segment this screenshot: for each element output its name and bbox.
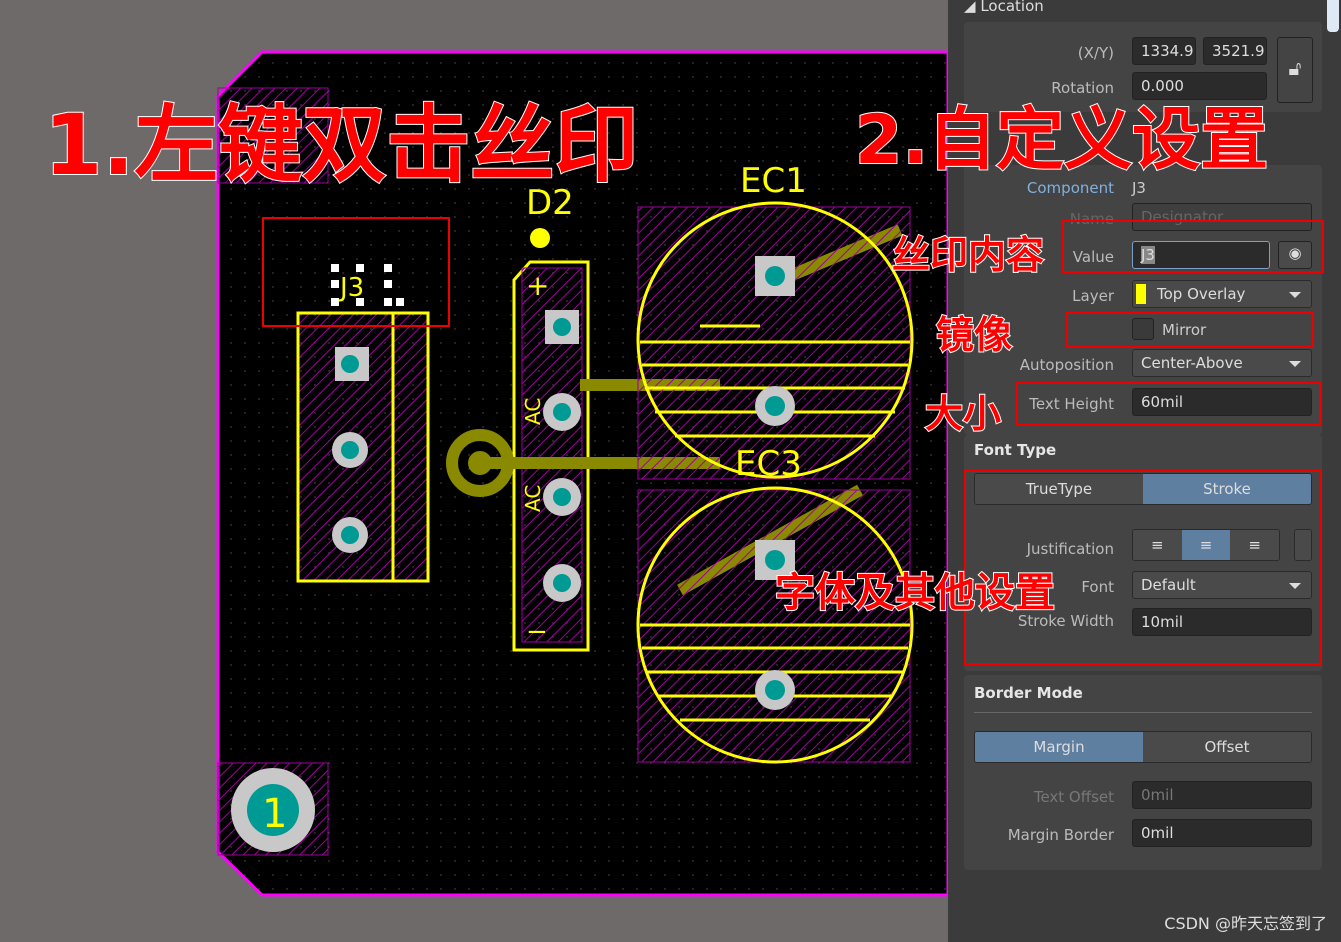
layer-color-swatch bbox=[1136, 284, 1146, 304]
minus-label: − bbox=[526, 617, 548, 647]
annotation-size: 大小 bbox=[924, 391, 1002, 437]
pin1-label: 1 bbox=[262, 791, 287, 837]
value-label: Value bbox=[1072, 248, 1114, 266]
text-offset-label: Text Offset bbox=[1033, 788, 1114, 806]
align-center-icon[interactable]: ≡ bbox=[1181, 530, 1231, 560]
font-dropdown[interactable]: Default bbox=[1132, 571, 1312, 599]
border-mode-header: Border Mode bbox=[974, 684, 1083, 702]
font-label: Font bbox=[1081, 578, 1114, 596]
scrollbar[interactable] bbox=[1327, 0, 1339, 32]
stroke-width-label: Stroke Width bbox=[1017, 612, 1114, 630]
xy-label: (X/Y) bbox=[1077, 44, 1114, 62]
name-label: Name bbox=[1069, 210, 1114, 228]
d2-label: D2 bbox=[526, 183, 574, 223]
divider bbox=[974, 712, 1312, 713]
text-height-label: Text Height bbox=[1029, 395, 1114, 413]
j3-designator[interactable]: J3 bbox=[338, 273, 364, 303]
ac-label: AC bbox=[521, 485, 545, 512]
plus-label: + bbox=[526, 269, 549, 302]
lock-icon[interactable]: 🔓︎ bbox=[1277, 37, 1313, 103]
layer-value: Top Overlay bbox=[1157, 285, 1246, 303]
value-input[interactable]: J3 bbox=[1132, 241, 1270, 269]
layer-dropdown[interactable]: Top Overlay bbox=[1132, 280, 1312, 308]
align-left-icon[interactable]: ≡ bbox=[1133, 530, 1182, 560]
justification-label: Justification bbox=[1026, 540, 1114, 558]
ec3-label: EC3 bbox=[735, 444, 802, 484]
pcb-canvas[interactable]: J3 + − AC AC D2 EC1 EC3 1 bbox=[0, 0, 948, 942]
margin-tab[interactable]: Margin bbox=[975, 732, 1143, 762]
annotation-mirror: 镜像 bbox=[935, 312, 1013, 358]
highlight-silkscreen bbox=[262, 217, 450, 327]
margin-border-input[interactable]: 0mil bbox=[1132, 819, 1312, 847]
collapse-icon[interactable]: ◢ bbox=[964, 0, 981, 15]
justification-group[interactable]: ≡≡≡ bbox=[1132, 529, 1280, 561]
truetype-tab[interactable]: TrueType bbox=[975, 474, 1143, 504]
annotation-content: 丝印内容 bbox=[891, 232, 1045, 278]
component-value[interactable]: J3 bbox=[1132, 179, 1146, 197]
autoposition-label: Autoposition bbox=[1019, 356, 1114, 374]
watermark: CSDN @昨天忘签到了 bbox=[1164, 914, 1327, 933]
y-input[interactable]: 3521.9 bbox=[1203, 37, 1267, 65]
stroke-width-input[interactable]: 10mil bbox=[1132, 608, 1312, 636]
rotation-input[interactable]: 0.000 bbox=[1132, 72, 1267, 100]
component-label: Component bbox=[1026, 179, 1114, 197]
align-right-icon[interactable]: ≡ bbox=[1230, 530, 1279, 560]
text-offset-input: 0mil bbox=[1132, 781, 1312, 809]
rotation-label: Rotation bbox=[1051, 79, 1114, 97]
value-text: J3 bbox=[1141, 246, 1155, 264]
mirror-checkbox[interactable] bbox=[1132, 318, 1154, 340]
margin-border-label: Margin Border bbox=[1007, 826, 1114, 844]
layer-label: Layer bbox=[1072, 287, 1114, 305]
offset-tab[interactable]: Offset bbox=[1143, 732, 1311, 762]
annotation-step2: 2.自定义设置 bbox=[854, 100, 1269, 181]
location-header: Location bbox=[980, 0, 1044, 15]
x-input[interactable]: 1334.9 bbox=[1132, 37, 1196, 65]
highlight-size bbox=[1016, 382, 1321, 426]
annotation-step1: 1.左键双击丝印 bbox=[43, 95, 639, 195]
annotation-font: 字体及其他设置 bbox=[774, 569, 1056, 617]
highlight-mirror bbox=[1066, 312, 1314, 348]
font-type-header: Font Type bbox=[974, 441, 1057, 459]
highlight-value bbox=[1062, 220, 1324, 273]
justification-more[interactable] bbox=[1294, 529, 1312, 561]
highlight-font bbox=[964, 470, 1322, 665]
ac-label: AC bbox=[521, 398, 545, 425]
ec1-label: EC1 bbox=[740, 161, 807, 201]
mirror-label: Mirror bbox=[1162, 321, 1207, 339]
stroke-tab[interactable]: Stroke bbox=[1143, 474, 1311, 504]
autoposition-dropdown[interactable]: Center-Above bbox=[1132, 349, 1312, 377]
selection-handles[interactable] bbox=[331, 264, 404, 306]
eye-icon[interactable]: ◉ bbox=[1278, 241, 1312, 269]
text-height-input[interactable]: 60mil bbox=[1132, 388, 1312, 416]
